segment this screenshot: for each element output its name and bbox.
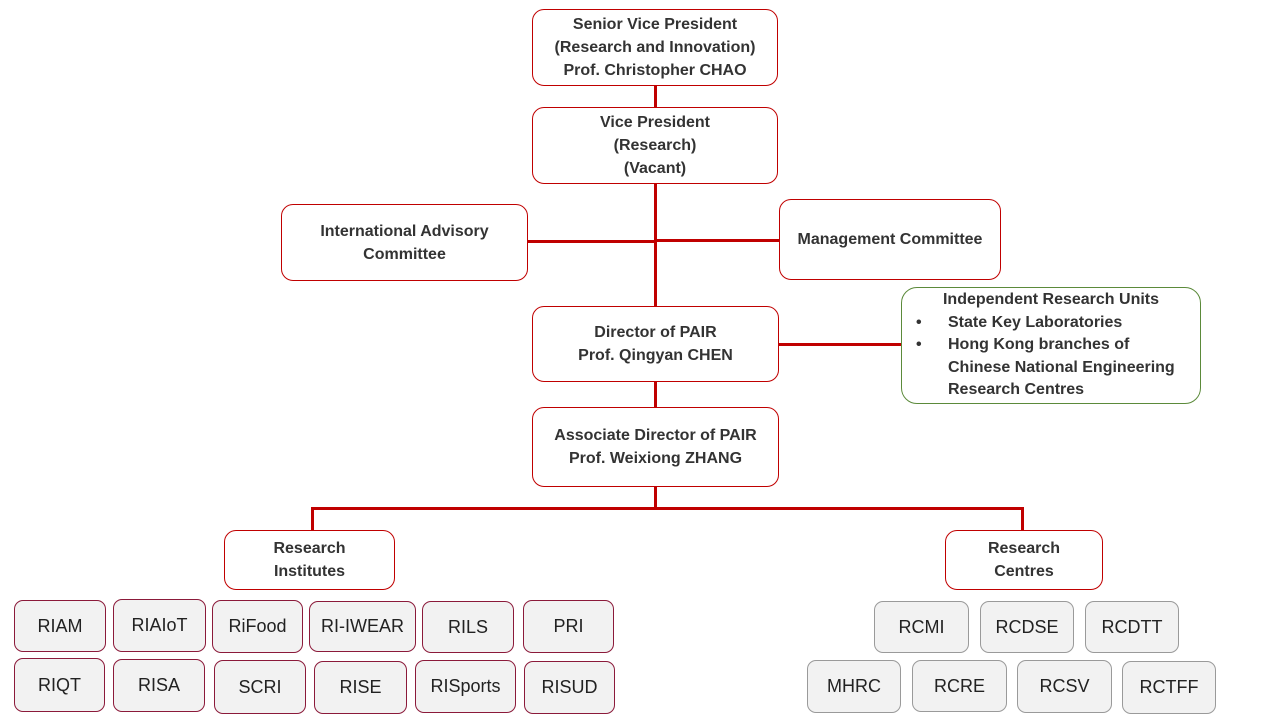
iru-item-text: State Key Laboratories [948,313,1123,331]
node-management-committee[interactable]: Management Committee [779,199,1001,280]
centre-rcre[interactable]: RCRE [912,660,1007,712]
node-independent-research-units[interactable]: Independent Research Units • State Key L… [901,287,1201,404]
centres-header-line2: Centres [994,563,1054,580]
iru-item-state-key-labs: • State Key Laboratories [902,312,1200,335]
vp-portfolio: (Research) [613,137,697,154]
vp-name: (Vacant) [623,160,687,177]
connector-director-assoc [654,381,657,408]
institute-riqt[interactable]: RIQT [14,658,105,712]
institute-rise[interactable]: RISE [314,661,407,714]
institutes-header-line1: Research [273,540,346,557]
node-associate-director[interactable]: Associate Director of PAIR Prof. Weixion… [532,407,779,487]
centre-rcdse[interactable]: RCDSE [980,601,1074,653]
bullet-icon: • [916,313,922,331]
node-senior-vice-president[interactable]: Senior Vice President (Research and Inno… [532,9,778,86]
iru-item-text: Hong Kong branches of [948,336,1130,353]
iru-item-text: Research Centres [948,381,1085,398]
svp-title: Senior Vice President [572,16,738,33]
node-director[interactable]: Director of PAIR Prof. Qingyan CHEN [532,306,779,382]
connector-iac [527,240,655,243]
connector-branch-centres [1021,507,1024,531]
iru-item-text: Chinese National Engineering [948,358,1175,376]
institute-ri-iwear[interactable]: RI-IWEAR [309,601,416,652]
svp-name: Prof. Christopher CHAO [563,62,747,79]
centres-header-line1: Research [987,540,1061,557]
connector-branch-horizontal [311,507,1024,510]
institute-rifood[interactable]: RiFood [212,600,303,653]
node-research-centres[interactable]: Research Centres [945,530,1103,590]
mc-label: Management Committee [797,231,983,248]
assoc-director-title: Associate Director of PAIR [554,427,757,444]
vp-title: Vice President [600,114,710,131]
centre-rcmi[interactable]: RCMI [874,601,969,653]
node-vice-president[interactable]: Vice President (Research) (Vacant) [532,107,778,184]
iac-line1: International Advisory [320,222,489,240]
bullet-icon: • [916,336,922,353]
connector-vp-director [654,183,657,307]
centre-rcdtt[interactable]: RCDTT [1085,601,1179,653]
centre-rcsv[interactable]: RCSV [1017,660,1112,713]
connector-director-iru [778,343,902,346]
node-international-advisory-committee[interactable]: International Advisory Committee [281,204,528,281]
connector-branch-institutes [311,507,314,531]
iac-line2: Committee [363,245,446,263]
institute-riam[interactable]: RIAM [14,600,106,652]
institute-rils[interactable]: RILS [422,601,514,653]
institute-risa[interactable]: RISA [113,659,205,712]
connector-svp-vp [654,85,657,108]
institute-risports[interactable]: RISports [415,660,516,713]
centre-mhrc[interactable]: MHRC [807,660,901,713]
institute-scri[interactable]: SCRI [214,660,306,714]
svp-portfolio: (Research and Innovation) [554,39,756,56]
node-research-institutes[interactable]: Research Institutes [224,530,395,590]
connector-assoc-branch [654,486,657,508]
assoc-director-name: Prof. Weixiong ZHANG [568,450,743,467]
institute-risud[interactable]: RISUD [524,661,615,714]
director-title: Director of PAIR [594,324,717,341]
institutes-header-line2: Institutes [273,563,346,580]
iru-item-hk-branches: • Hong Kong branches of Chinese National… [902,334,1200,402]
institute-riaiot[interactable]: RIAIoT [113,599,206,652]
connector-mc [655,239,780,242]
institute-pri[interactable]: PRI [523,600,614,653]
centre-rctff[interactable]: RCTFF [1122,661,1216,714]
iru-title: Independent Research Units [942,291,1160,308]
director-name: Prof. Qingyan CHEN [578,347,733,364]
iru-list: • State Key Laboratories • Hong Kong bra… [902,312,1200,402]
